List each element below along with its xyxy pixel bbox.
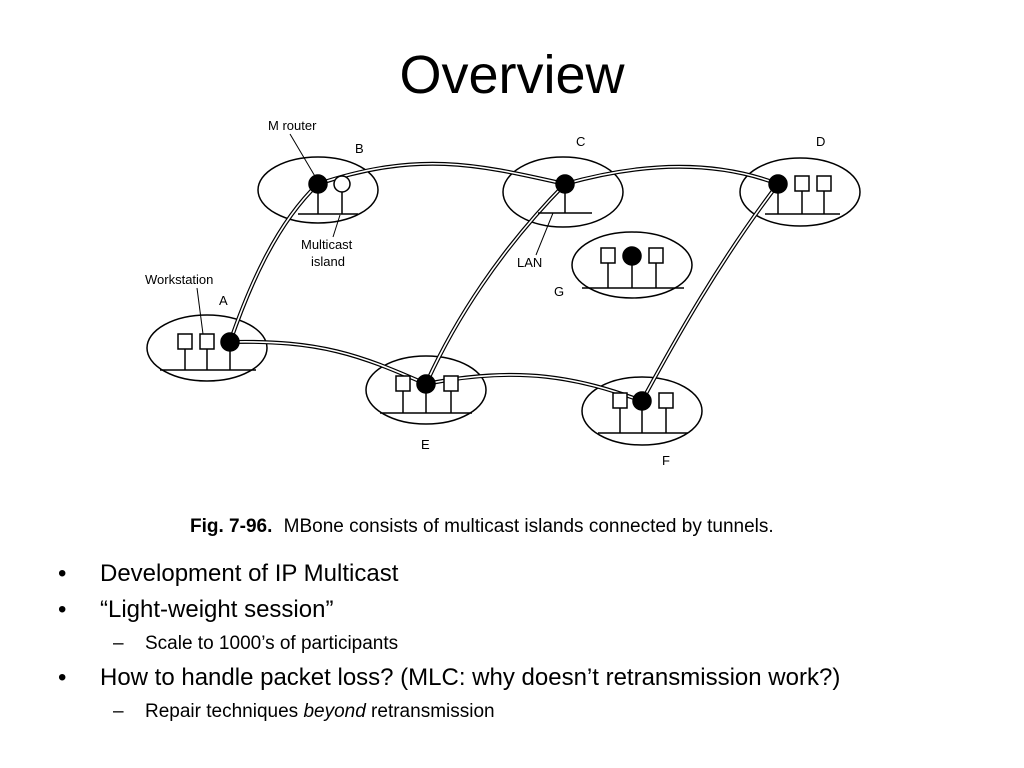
sub-bullet-text: retransmission — [365, 701, 495, 722]
label-e: E — [421, 437, 430, 452]
figure-caption-text: MBone consists of multicast islands conn… — [284, 516, 774, 537]
label-lan: LAN — [517, 255, 542, 270]
figure-caption-number: Fig. 7-96. — [190, 516, 272, 537]
bullet-list: Development of IP Multicast “Light-weigh… — [58, 556, 998, 728]
label-c: C — [576, 134, 585, 149]
tunnels — [228, 161, 780, 403]
slide-title: Overview — [399, 45, 625, 105]
emphasis-text: beyond — [303, 701, 366, 722]
sub-bullet-item: Scale to 1000’s of participants — [58, 628, 998, 660]
bullet-item: How to handle packet loss? (MLC: why doe… — [58, 660, 998, 696]
lan-g — [582, 246, 684, 289]
label-a: A — [219, 293, 228, 308]
island-a — [146, 314, 268, 382]
sub-bullet-text: Repair techniques — [145, 701, 304, 722]
bullet-item: “Light-weight session” — [58, 592, 998, 628]
lan-f — [598, 391, 688, 434]
sub-bullet-item: Repair techniques beyond retransmission — [58, 696, 998, 728]
lan-d — [765, 174, 840, 215]
figure-caption: Fig. 7-96. MBone consists of multicast i… — [190, 516, 774, 537]
island-e — [365, 355, 487, 425]
lan-e — [380, 374, 472, 414]
label-multicast: Multicast — [301, 237, 353, 252]
annotation-pointers — [196, 133, 554, 335]
label-island: island — [311, 254, 345, 269]
lan-b — [298, 174, 358, 215]
label-b: B — [355, 141, 364, 156]
label-d: D — [816, 134, 825, 149]
island-f — [581, 376, 703, 446]
label-mrouter: M router — [268, 118, 317, 133]
label-f: F — [662, 453, 670, 468]
lan-a — [160, 332, 256, 371]
label-g: G — [554, 284, 564, 299]
island-d — [739, 157, 861, 227]
island-b — [257, 156, 379, 224]
bullet-item: Development of IP Multicast — [58, 556, 998, 592]
lan-c — [538, 174, 592, 214]
island-c — [502, 156, 624, 228]
mbone-diagram: M router Multicast island Workstation LA… — [145, 118, 861, 537]
label-workstation: Workstation — [145, 272, 213, 287]
island-g — [571, 231, 693, 299]
